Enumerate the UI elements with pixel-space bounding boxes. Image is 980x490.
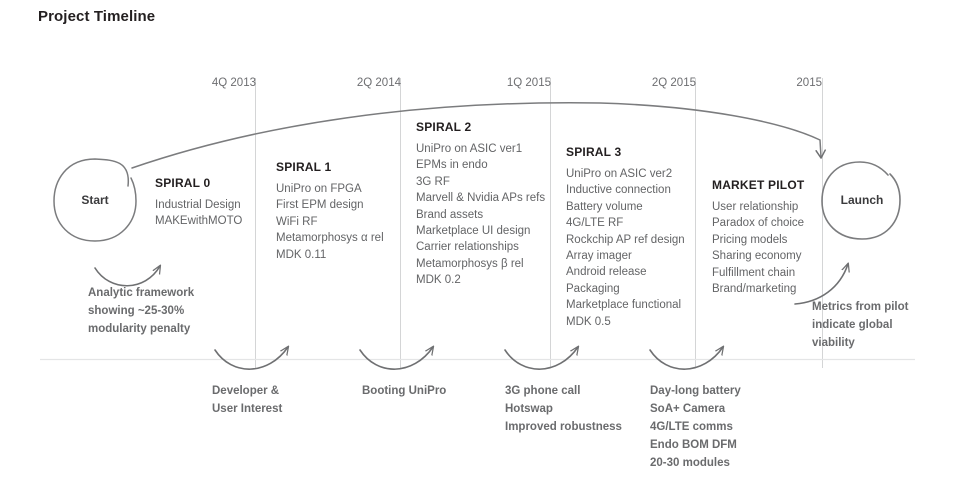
main-progress-arc: [131, 102, 821, 169]
phase-spiral-2: SPIRAL 2 UniPro on ASIC ver1 EPMs in end…: [416, 120, 545, 289]
transition-arrow-2: [359, 347, 433, 370]
phase-title: SPIRAL 2: [416, 120, 472, 134]
note-line: viability: [812, 337, 855, 349]
phase-market-pilot: MARKET PILOT User relationship Paradox o…: [712, 178, 804, 297]
phase-item: Brand assets: [416, 208, 484, 221]
note-line: Developer &: [212, 385, 280, 397]
note-line: 3G phone call: [505, 385, 581, 397]
phase-item: Paradox of choice: [712, 217, 805, 230]
phase-item: Brand/marketing: [712, 283, 797, 296]
era-label: 1Q 2015: [506, 77, 551, 89]
page-title: Project Timeline: [38, 8, 156, 25]
phase-item: Pricing models: [712, 233, 788, 246]
phase-item: 4G/LTE RF: [566, 217, 624, 230]
note-developer-user-interest: Developer & User Interest: [212, 382, 282, 418]
note-line: User Interest: [212, 403, 283, 415]
phase-item: Marketplace UI design: [416, 225, 531, 238]
note-line: Endo BOM DFM: [650, 439, 737, 451]
note-line: Metrics from pilot: [812, 301, 909, 313]
timeline-dividers: [255, 78, 823, 368]
phase-title: SPIRAL 1: [276, 160, 332, 174]
transition-arrow-4: [649, 347, 723, 370]
phase-item: Fulfillment chain: [712, 266, 796, 279]
note-line: 4G/LTE comms: [650, 421, 733, 433]
launch-node-label: Launch: [840, 193, 884, 207]
note-line: Booting UniPro: [362, 385, 447, 397]
note-booting-unipro: Booting UniPro: [362, 382, 446, 400]
phase-title: SPIRAL 0: [155, 176, 211, 190]
phase-item: MDK 0.2: [416, 274, 461, 287]
phase-item: UniPro on FPGA: [276, 183, 362, 195]
note-3g-phone-call: 3G phone call Hotswap Improved robustnes…: [505, 382, 622, 436]
note-line: showing ~25-30%: [88, 305, 185, 317]
phase-item: Battery volume: [566, 200, 643, 213]
phase-item: Marketplace functional: [566, 299, 682, 312]
note-line: indicate global: [812, 319, 893, 331]
phase-spiral-3: SPIRAL 3 UniPro on ASIC ver2 Inductive c…: [566, 145, 685, 330]
transition-arrows: [94, 264, 848, 370]
phase-item: 3G RF: [416, 175, 450, 188]
phase-title: SPIRAL 3: [566, 145, 622, 159]
phase-item: Inductive connection: [566, 184, 671, 197]
note-line: 20-30 modules: [650, 457, 730, 469]
phase-item: UniPro on ASIC ver2: [566, 168, 673, 180]
phase-item: MDK 0.5: [566, 315, 611, 328]
phase-title: MARKET PILOT: [712, 178, 805, 192]
transition-arrow-3: [504, 347, 578, 370]
phase-item: MDK 0.11: [276, 248, 327, 261]
phase-item: EPMs in endo: [416, 159, 488, 172]
start-node-label: Start: [81, 193, 109, 207]
note-line: Day-long battery: [650, 385, 741, 397]
note-line: Analytic framework: [88, 287, 195, 299]
phase-item: First EPM design: [276, 199, 364, 212]
phase-item: Array imager: [566, 250, 632, 263]
phase-item: Rockchip AP ref design: [566, 233, 685, 246]
phase-item: Android release: [566, 266, 647, 279]
phase-item: MAKEwithMOTO: [155, 215, 243, 228]
transition-arrow-launch: [794, 264, 848, 305]
note-analytic-framework: Analytic framework showing ~25-30% modul…: [88, 284, 194, 338]
phase-item: WiFi RF: [276, 215, 318, 228]
launch-node-circle: [821, 161, 901, 240]
phase-item: Industrial Design: [155, 199, 241, 211]
phase-item: Sharing economy: [712, 250, 802, 263]
note-line: modularity penalty: [88, 323, 191, 335]
note-line: Hotswap: [505, 403, 553, 415]
phase-item: Carrier relationships: [416, 241, 519, 254]
phase-spiral-0: SPIRAL 0 Industrial Design MAKEwithMOTO: [155, 176, 242, 230]
phase-item: UniPro on ASIC ver1: [416, 143, 523, 155]
era-label: 2Q 2014: [356, 77, 401, 89]
phase-item: Metamorphosys α rel: [276, 232, 384, 245]
phase-item: Marvell & Nvidia APs refs: [416, 192, 546, 205]
era-label: 2015: [796, 77, 822, 89]
phase-item: Packaging: [566, 282, 620, 295]
note-line: Improved robustness: [505, 421, 622, 433]
era-label: 2Q 2015: [651, 77, 696, 89]
transition-arrow-0: [94, 266, 160, 287]
note-metrics-from-pilot: Metrics from pilot indicate global viabi…: [812, 298, 908, 352]
note-line: SoA+ Camera: [650, 403, 726, 415]
phase-item: Metamorphosys β rel: [416, 257, 524, 270]
note-day-long-battery: Day-long battery SoA+ Camera 4G/LTE comm…: [650, 382, 741, 472]
start-node-circle: [53, 158, 137, 242]
phase-item: User relationship: [712, 201, 799, 213]
phase-spiral-1: SPIRAL 1 UniPro on FPGA First EPM design…: [276, 160, 384, 263]
transition-arrow-1: [214, 347, 288, 370]
era-label: 4Q 2013: [211, 77, 256, 89]
